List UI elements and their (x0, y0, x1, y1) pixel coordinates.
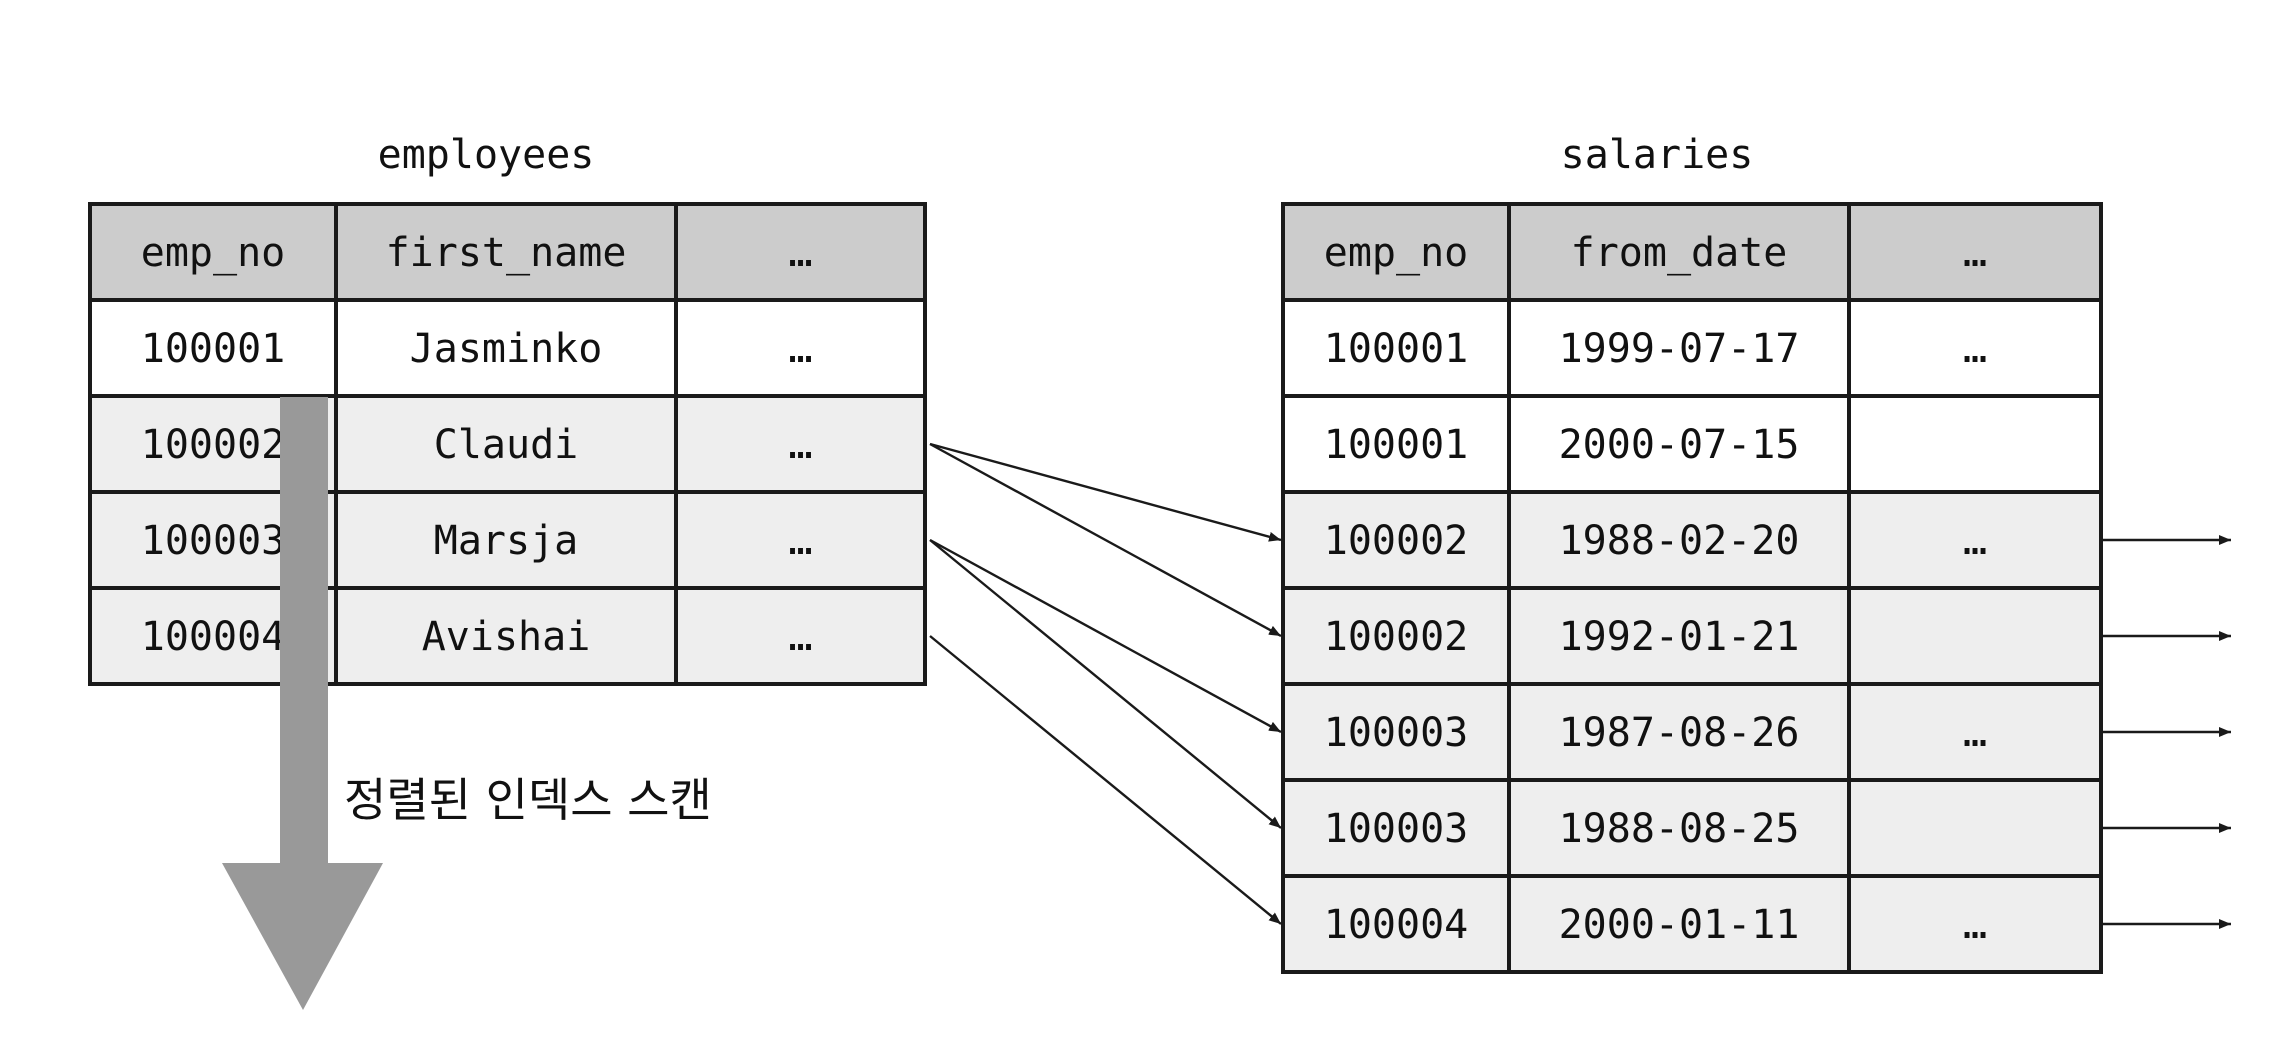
employees-cell: … (788, 614, 812, 660)
employees-cell: 100002 (141, 422, 286, 468)
join-arrow (929, 442, 1282, 638)
table-row (90, 492, 925, 588)
scan-caption: 정렬된 인덱스 스캔 (344, 773, 712, 827)
salaries-cell: 2000-07-15 (1559, 422, 1800, 468)
table-row (1283, 300, 2101, 396)
output-arrows (2101, 535, 2231, 929)
join-arrow (929, 538, 1282, 734)
employees-cell: 100001 (141, 326, 286, 372)
table-row (90, 300, 925, 396)
sorted-index-scan-arrow (222, 397, 383, 1010)
employees-header-row (90, 204, 925, 300)
employees-cell: 100004 (141, 614, 286, 660)
salaries-table: emp_no from_date … 100001 1999-07-17 … 100001 2… (1281, 202, 2103, 974)
salaries-cell: 100002 (1324, 614, 1469, 660)
table-row (90, 396, 925, 492)
salaries-cell: 2000-01-11 (1559, 902, 1800, 948)
salaries-cell: 1987-08-26 (1559, 710, 1800, 756)
table-row (1283, 492, 2101, 588)
salaries-cell: 100003 (1324, 710, 1469, 756)
salaries-header-row (1283, 204, 2101, 300)
salaries-cell: … (1963, 326, 1987, 372)
salaries-table-title: salaries (1561, 132, 1754, 178)
salaries-cell: 1988-02-20 (1559, 518, 1800, 564)
employees-header-cell: … (788, 230, 812, 276)
salaries-header-cell: emp_no (1324, 230, 1469, 276)
employees-cell: Marsja (434, 518, 579, 564)
employees-cell: Avishai (422, 614, 591, 660)
table-row (1283, 876, 2101, 972)
employees-cell: Claudi (434, 422, 579, 468)
salaries-cell: … (1963, 710, 1987, 756)
salaries-header-cell: from_date (1571, 230, 1788, 276)
salaries-cell: 100003 (1324, 806, 1469, 852)
employees-cell: Jasminko (410, 326, 603, 372)
salaries-cell: 1999-07-17 (1559, 326, 1800, 372)
salaries-cell: … (1963, 902, 1987, 948)
employees-cell: … (788, 422, 812, 468)
salaries-cell: 100004 (1324, 902, 1469, 948)
join-arrow (929, 442, 1282, 542)
employees-table-title: employees (378, 132, 595, 178)
table-row (1283, 780, 2101, 876)
table-row (1283, 588, 2101, 684)
salaries-header-cell: … (1963, 230, 1987, 276)
employees-header-cell: emp_no (141, 230, 286, 276)
salaries-cell: 100002 (1324, 518, 1469, 564)
employees-cell: 100003 (141, 518, 286, 564)
salaries-cell: 1988-08-25 (1559, 806, 1800, 852)
salaries-cell: … (1963, 518, 1987, 564)
employees-table: emp_no first_name … 100001 Jasminko … 100002 Cl… (88, 202, 927, 686)
employees-header-cell: first_name (386, 230, 627, 276)
join-arrow (929, 539, 1282, 829)
join-arrows (929, 442, 1282, 925)
salaries-cell: 100001 (1324, 326, 1469, 372)
table-row (1283, 396, 2101, 492)
scan-arrow-head (222, 863, 383, 1010)
join-arrow (929, 635, 1282, 925)
table-row (90, 588, 925, 684)
table-row (1283, 684, 2101, 780)
scan-arrow-shaft (280, 397, 328, 870)
salaries-cell: 100001 (1324, 422, 1469, 468)
salaries-cell: 1992-01-21 (1559, 614, 1800, 660)
employees-cell: … (788, 326, 812, 372)
employees-table-border (88, 202, 927, 686)
employees-cell: … (788, 518, 812, 564)
